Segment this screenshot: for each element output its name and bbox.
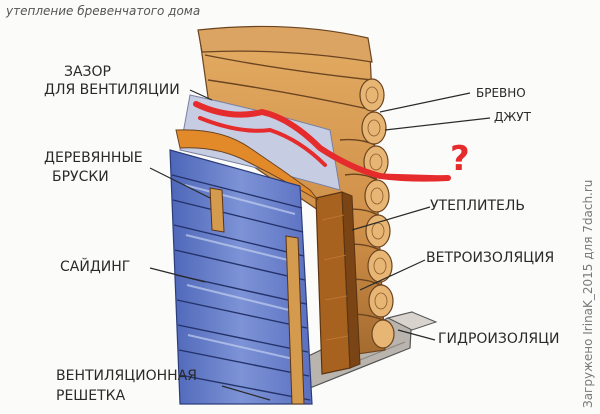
jute-line <box>193 101 451 182</box>
label-siding: САЙДИНГ <box>60 257 130 275</box>
leader-lines <box>149 89 491 401</box>
top-batten <box>175 129 319 201</box>
watermark: Загружено IrinaK_2015 для 7dach.ru <box>581 180 595 408</box>
label-wood-battens-2: БРУСКИ <box>52 169 109 185</box>
label-vent-gap-1: ЗАЗОР <box>64 64 111 80</box>
label-wood-battens-1: ДЕРЕВЯННЫЕ <box>44 150 143 166</box>
labels: ЗАЗОР ДЛЯ ВЕНТИЛЯЦИИ БРЕВНО ДЖУТ ДЕРЕВЯН… <box>44 64 559 404</box>
label-vent-gap-2: ДЛЯ ВЕНТИЛЯЦИИ <box>44 82 180 98</box>
label-jute: ДЖУТ <box>494 110 532 124</box>
membrane-layer <box>179 94 341 191</box>
label-vent-grille-1: ВЕНТИЛЯЦИОННАЯ <box>56 368 197 384</box>
label-wind-barrier: ВЕТРОИЗОЛЯЦИЯ <box>426 250 554 266</box>
insulation-slab <box>315 191 361 375</box>
diagram-title: утепление бревенчатого дома <box>5 4 200 18</box>
label-log: БРЕВНО <box>476 86 526 100</box>
wood-battens <box>209 187 305 405</box>
label-vent-grille-2: РЕШЕТКА <box>56 388 126 404</box>
label-insulation: УТЕПЛИТЕЛЬ <box>430 198 525 214</box>
label-waterproofing: ГИДРОИЗОЛЯЦИ <box>438 331 559 347</box>
siding-panel <box>169 149 313 405</box>
question-mark: ? <box>450 139 470 179</box>
